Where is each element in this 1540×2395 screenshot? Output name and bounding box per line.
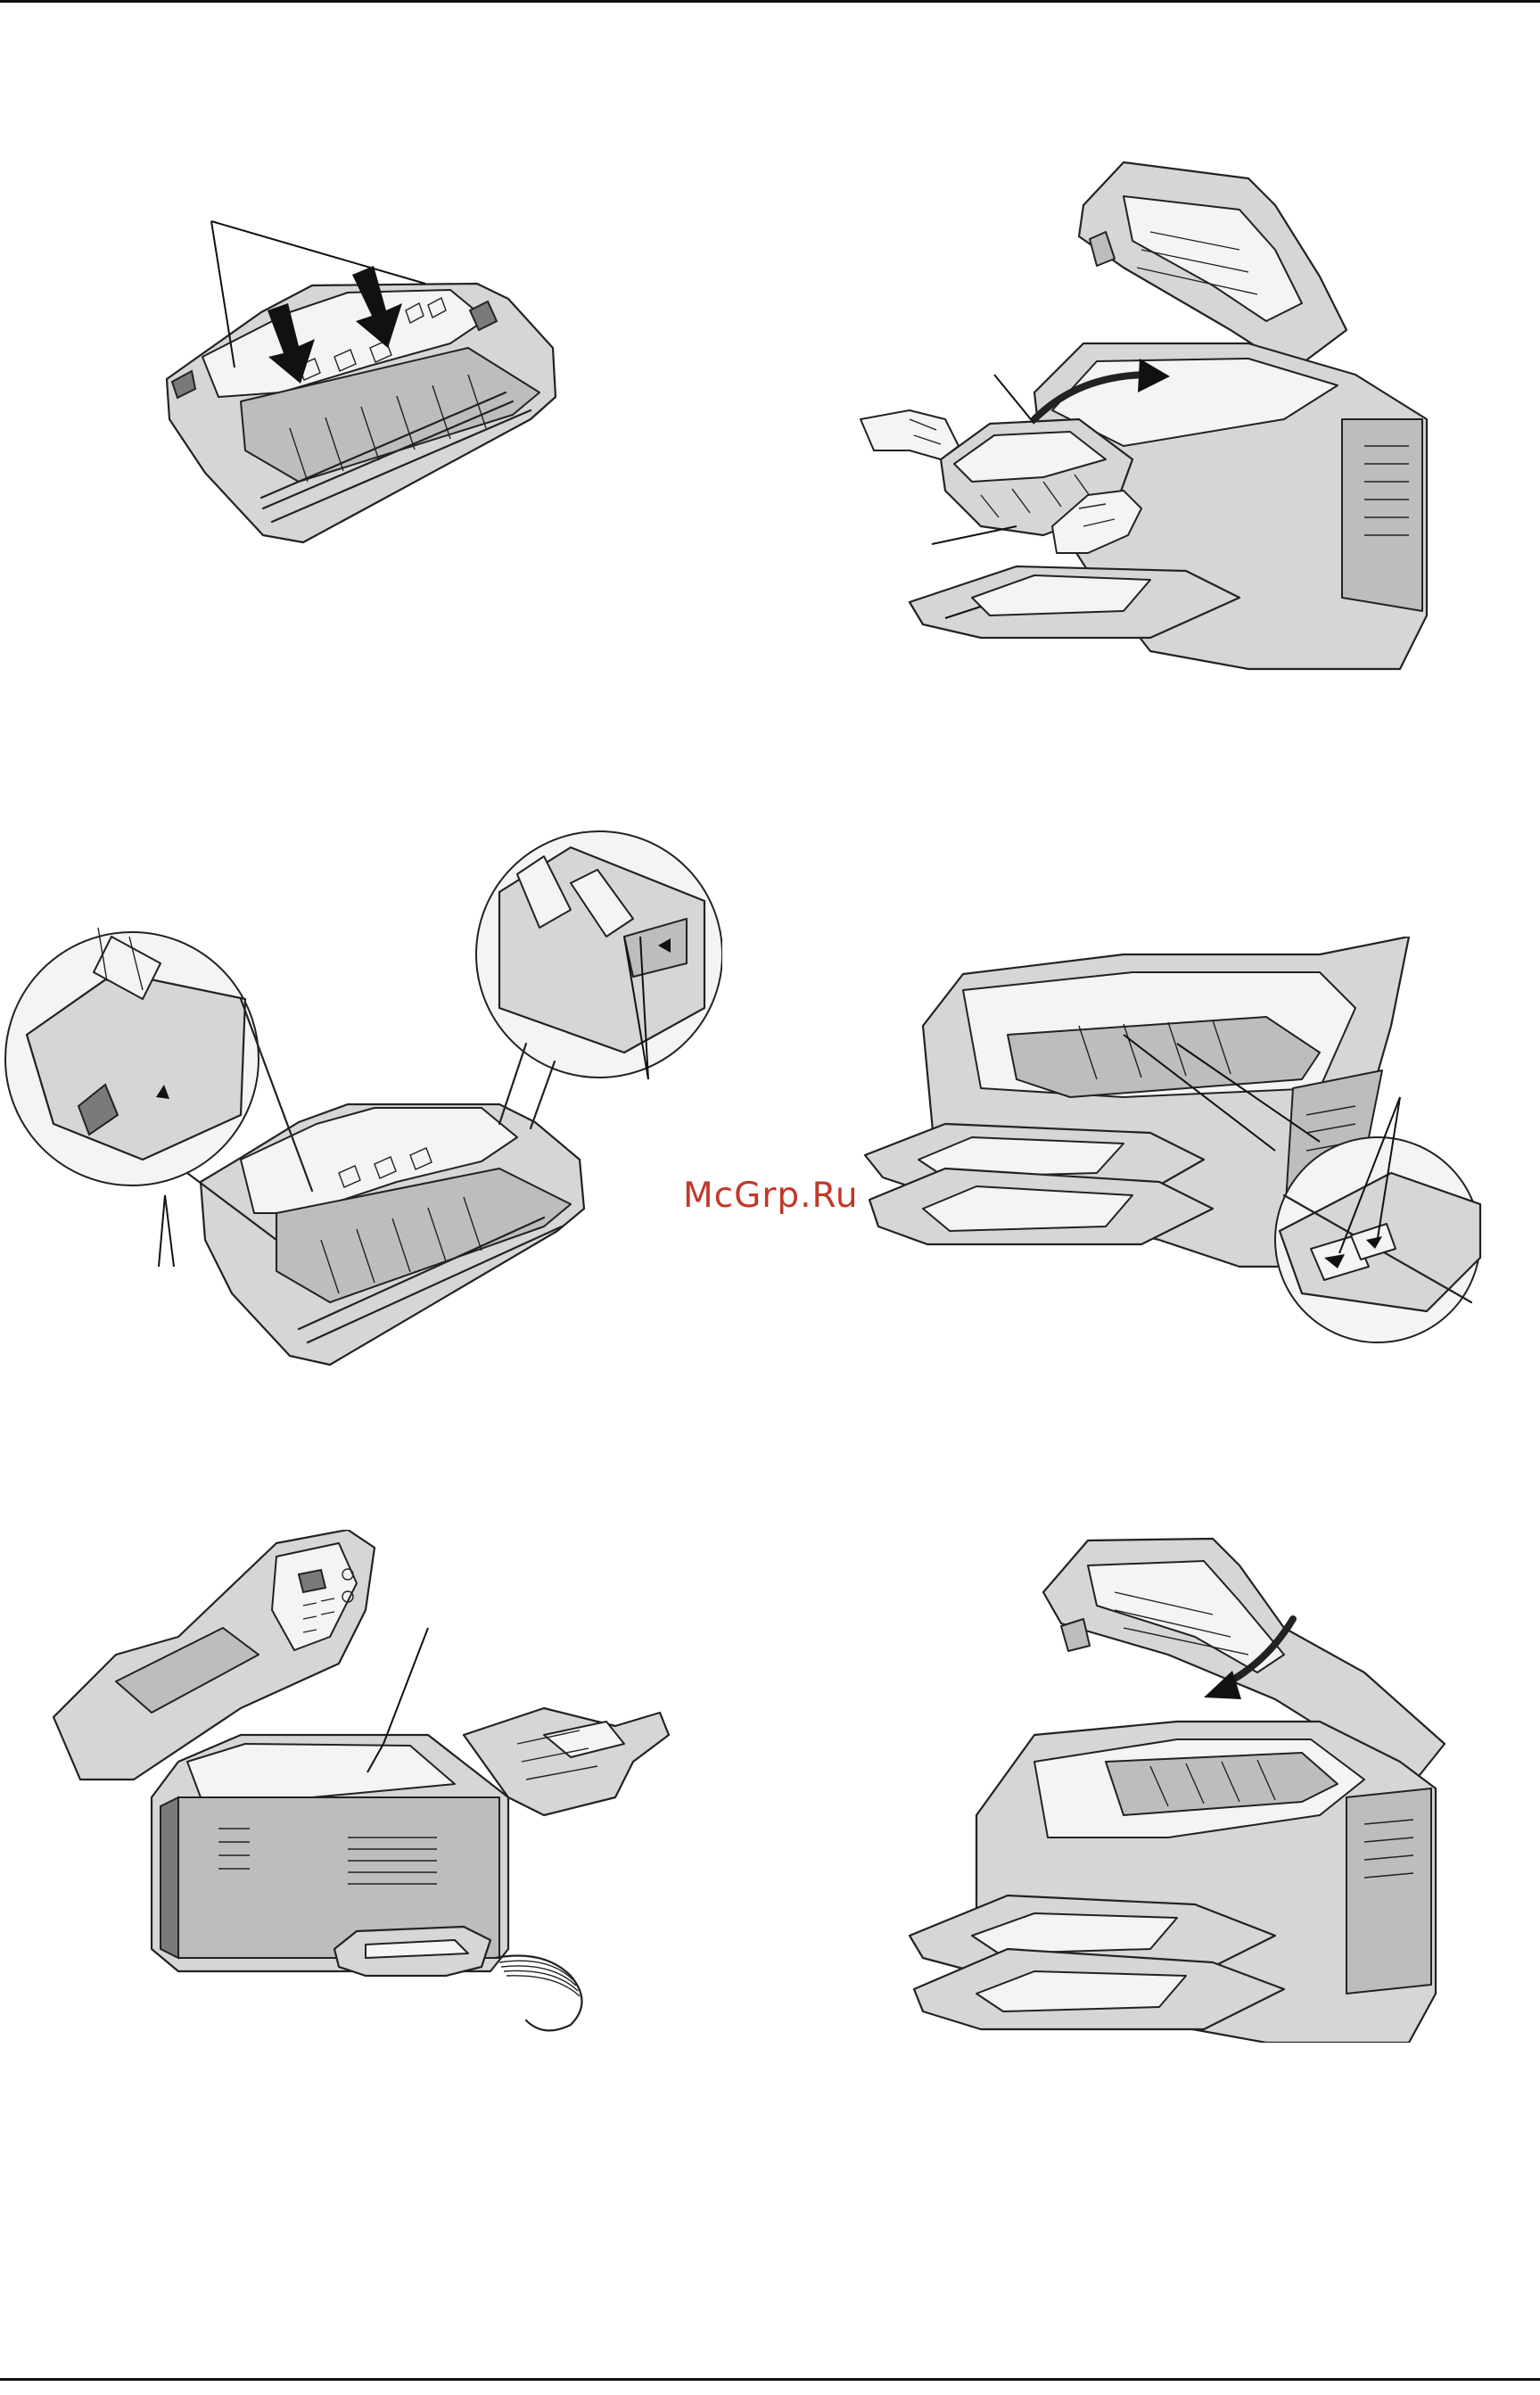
watermark-text: McGrp.Ru — [683, 1176, 859, 1216]
printer-open-icon — [856, 152, 1498, 678]
illustration-insert-drum-unit — [856, 152, 1498, 678]
top-rule — [0, 0, 1540, 3]
printer-open-icon — [901, 1530, 1489, 2043]
illustration-printer-marks — [856, 937, 1489, 1356]
drum-unit-icon — [0, 821, 722, 1383]
illustration-drum-unit-tabs — [156, 214, 566, 557]
illustration-drum-unit-marks — [0, 821, 722, 1383]
drum-unit-icon — [156, 214, 566, 557]
bottom-rule — [0, 2378, 1540, 2381]
illustration-fax-machine-open — [45, 1530, 678, 2043]
illustration-close-cover — [901, 1530, 1489, 2043]
printer-open-icon — [856, 937, 1489, 1356]
fax-machine-icon — [45, 1530, 678, 2043]
